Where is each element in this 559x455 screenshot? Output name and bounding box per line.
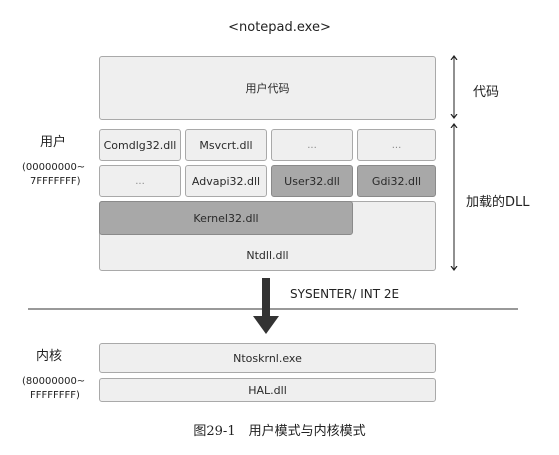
user-address-range: (00000000~ 7FFFFFFF) (22, 161, 85, 189)
kernel-range-start: (80000000~ (22, 376, 86, 387)
kernel-mode-label: 内核 (36, 349, 63, 364)
gdi32-dll-box: Gdi32.dll (357, 165, 436, 197)
kernel32-dll-box: Kernel32.dll (99, 201, 353, 235)
loaded-dll-label: 加载的DLL (466, 195, 530, 210)
kernel-range-end: FFFFFFFF) (30, 390, 80, 401)
transition-arrow-shaft (262, 278, 270, 318)
hal-dll-box: HAL.dll (99, 378, 436, 402)
user-range-start: (00000000~ (22, 162, 86, 173)
figure-caption: 图29-1 用户模式与内核模式 (193, 424, 366, 439)
user-range-end: 7FFFFFFF) (30, 176, 81, 187)
ntdll-label: Ntdll.dll (246, 249, 289, 262)
process-title: <notepad.exe> (228, 20, 331, 35)
ellipsis-box: ... (99, 165, 181, 197)
ntoskrnl-exe-box: Ntoskrnl.exe (99, 343, 436, 373)
comdlg32-dll-box: Comdlg32.dll (99, 129, 181, 161)
code-label: 代码 (473, 85, 500, 100)
user-code-box: 用户代码 (99, 56, 436, 120)
transition-label: SYSENTER/ INT 2E (290, 287, 400, 301)
transition-arrow-head (253, 316, 279, 334)
kernel-address-range: (80000000~ FFFFFFFF) (22, 375, 85, 403)
user-mode-label: 用户 (40, 135, 67, 150)
ellipsis-box: ... (271, 129, 353, 161)
msvcrt-dll-box: Msvcrt.dll (185, 129, 267, 161)
ellipsis-box: ... (357, 129, 436, 161)
user32-dll-box: User32.dll (271, 165, 353, 197)
advapi32-dll-box: Advapi32.dll (185, 165, 267, 197)
